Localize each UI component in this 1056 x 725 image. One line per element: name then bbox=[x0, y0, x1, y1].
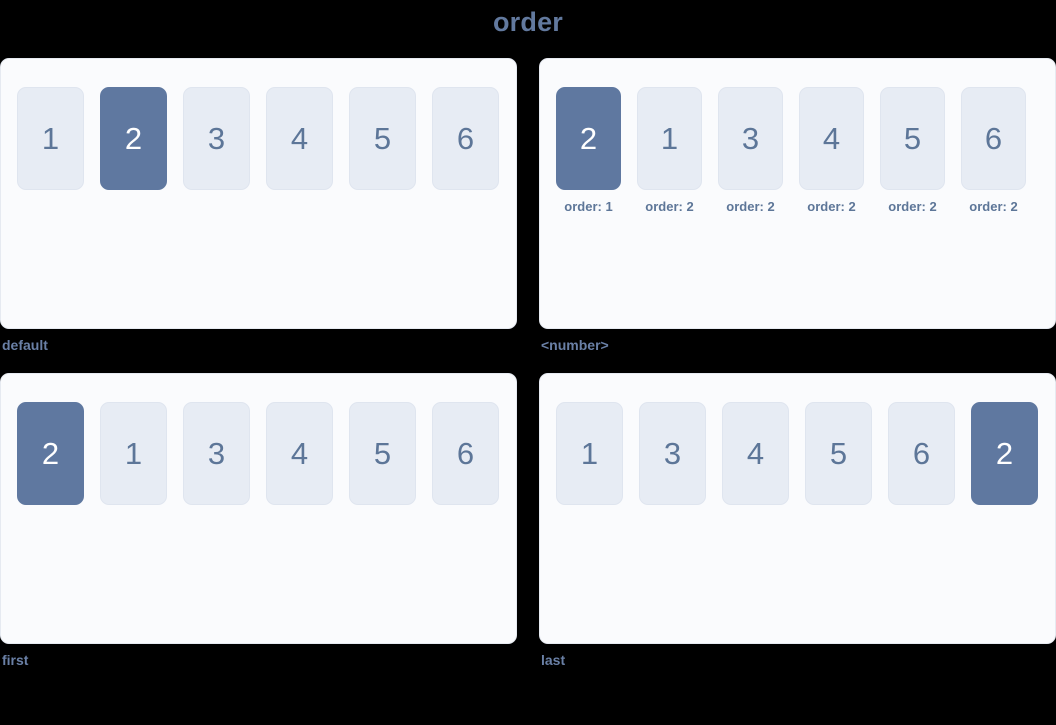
page-title: order bbox=[492, 7, 564, 37]
list-item: 1 bbox=[100, 402, 167, 505]
list-item: 5 bbox=[349, 87, 416, 190]
order-box-highlighted[interactable]: 2 bbox=[556, 87, 621, 190]
order-box[interactable]: 3 bbox=[639, 402, 706, 505]
order-note: order: 2 bbox=[807, 199, 856, 214]
demo-panel-default: 1 2 3 4 5 6 bbox=[0, 58, 517, 329]
order-box[interactable]: 1 bbox=[17, 87, 84, 190]
order-box[interactable]: 3 bbox=[183, 87, 250, 190]
order-box[interactable]: 4 bbox=[722, 402, 789, 505]
list-item: 4 bbox=[722, 402, 789, 505]
order-box[interactable]: 4 bbox=[266, 87, 333, 190]
order-box[interactable]: 4 bbox=[799, 87, 864, 190]
list-item: 1 bbox=[556, 402, 623, 505]
list-item: 6 bbox=[432, 87, 499, 190]
list-item: 5 bbox=[349, 402, 416, 505]
panel-caption-last: last bbox=[541, 652, 566, 668]
order-note: order: 2 bbox=[645, 199, 694, 214]
order-box[interactable]: 6 bbox=[432, 87, 499, 190]
list-item: 2 order: 1 bbox=[556, 87, 621, 214]
order-box-highlighted[interactable]: 2 bbox=[100, 87, 167, 190]
order-box[interactable]: 5 bbox=[349, 402, 416, 505]
list-item: 6 bbox=[432, 402, 499, 505]
box-row: 1 3 4 5 6 2 bbox=[556, 402, 1055, 505]
demo-cell-first: 2 1 3 4 5 6 bbox=[0, 373, 517, 670]
list-item: 6 bbox=[888, 402, 955, 505]
demo-cell-default: 1 2 3 4 5 6 bbox=[0, 58, 517, 355]
order-box-highlighted[interactable]: 2 bbox=[971, 402, 1038, 505]
panel-caption-default: default bbox=[2, 337, 48, 353]
list-item: 4 bbox=[266, 402, 333, 505]
order-note: order: 1 bbox=[564, 199, 613, 214]
list-item: 4 order: 2 bbox=[799, 87, 864, 214]
demo-cell-last: 1 3 4 5 6 2 bbox=[539, 373, 1056, 670]
order-note: order: 2 bbox=[888, 199, 937, 214]
order-box[interactable]: 1 bbox=[100, 402, 167, 505]
list-item: 1 order: 2 bbox=[637, 87, 702, 214]
panel-caption-number: <number> bbox=[541, 337, 609, 353]
order-box[interactable]: 3 bbox=[718, 87, 783, 190]
order-box[interactable]: 5 bbox=[880, 87, 945, 190]
box-row: 2 1 3 4 5 6 bbox=[17, 402, 516, 505]
list-item: 1 bbox=[17, 87, 84, 190]
order-note: order: 2 bbox=[969, 199, 1018, 214]
list-item: 3 bbox=[183, 402, 250, 505]
list-item: 5 order: 2 bbox=[880, 87, 945, 214]
order-box[interactable]: 5 bbox=[805, 402, 872, 505]
demo-grid: 1 2 3 4 5 6 bbox=[0, 58, 1056, 670]
list-item: 4 bbox=[266, 87, 333, 190]
list-item: 3 bbox=[639, 402, 706, 505]
order-note: order: 2 bbox=[726, 199, 775, 214]
list-item: 2 bbox=[100, 87, 167, 190]
list-item: 2 bbox=[17, 402, 84, 505]
demo-panel-first: 2 1 3 4 5 6 bbox=[0, 373, 517, 644]
demo-panel-number: 2 order: 1 1 order: 2 3 order: 2 4 order… bbox=[539, 58, 1056, 329]
box-row: 1 2 3 4 5 6 bbox=[17, 87, 516, 190]
order-box[interactable]: 6 bbox=[432, 402, 499, 505]
list-item: 6 order: 2 bbox=[961, 87, 1026, 214]
order-box[interactable]: 1 bbox=[637, 87, 702, 190]
order-box[interactable]: 6 bbox=[888, 402, 955, 505]
order-box[interactable]: 5 bbox=[349, 87, 416, 190]
demo-panel-last: 1 3 4 5 6 2 bbox=[539, 373, 1056, 644]
list-item: 5 bbox=[805, 402, 872, 505]
box-row: 2 order: 1 1 order: 2 3 order: 2 4 order… bbox=[556, 87, 1055, 214]
list-item: 2 bbox=[971, 402, 1038, 505]
list-item: 3 bbox=[183, 87, 250, 190]
panel-caption-first: first bbox=[2, 652, 29, 668]
order-box[interactable]: 3 bbox=[183, 402, 250, 505]
order-box[interactable]: 6 bbox=[961, 87, 1026, 190]
order-box[interactable]: 4 bbox=[266, 402, 333, 505]
order-box-highlighted[interactable]: 2 bbox=[17, 402, 84, 505]
list-item: 3 order: 2 bbox=[718, 87, 783, 214]
order-box[interactable]: 1 bbox=[556, 402, 623, 505]
demo-cell-number: 2 order: 1 1 order: 2 3 order: 2 4 order… bbox=[539, 58, 1056, 355]
